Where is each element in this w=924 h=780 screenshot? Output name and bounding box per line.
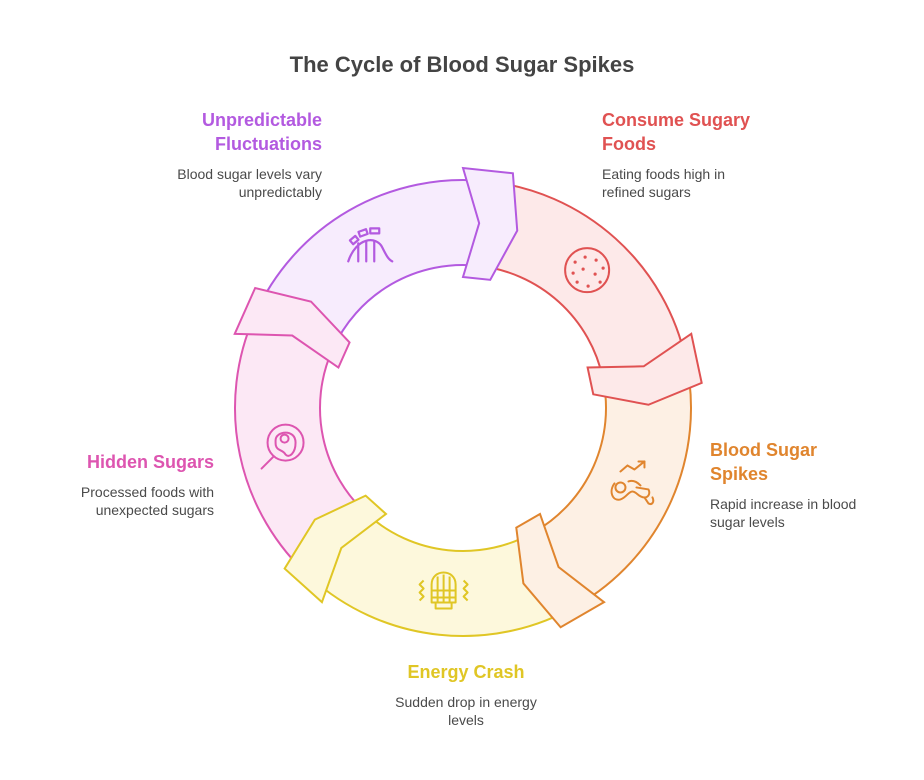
connector-arrow	[233, 286, 351, 370]
step-desc-line: refined sugars	[602, 184, 691, 200]
step-desc-line: unexpected sugars	[95, 502, 214, 518]
diagram-title: The Cycle of Blood Sugar Spikes	[289, 52, 635, 77]
magnifier-food-icon	[260, 423, 305, 470]
step-description: Eating foods high in refined sugars	[602, 165, 802, 201]
cookie-icon	[564, 247, 611, 294]
step-description: Rapid increase in blood sugar levels	[710, 495, 910, 531]
step-title: Unpredictable Fluctuations	[122, 108, 322, 156]
step-description: Blood sugar levels vary unpredictably	[122, 165, 322, 201]
step-title-line: Hidden Sugars	[86, 452, 214, 472]
step-title-line: Blood Sugar	[710, 440, 817, 460]
step-label-spikes: Blood Sugar Spikes Rapid increase in blo…	[710, 438, 910, 531]
step-desc-line: Sudden drop in energy	[395, 694, 537, 710]
step-title-line: Fluctuations	[215, 134, 322, 154]
step-desc-line: Processed foods with	[80, 484, 214, 500]
shaking-battery-icon	[418, 571, 469, 610]
step-description: Processed foods with unexpected sugars	[14, 483, 214, 519]
connector-arrow	[461, 166, 519, 281]
step-title: Energy Crash	[366, 660, 566, 684]
step-title-line: Foods	[602, 134, 656, 154]
step-desc-line: levels	[448, 712, 484, 728]
step-description: Sudden drop in energy levels	[366, 693, 566, 729]
connector-arrow	[515, 512, 606, 629]
step-label-consume: Consume Sugary Foods Eating foods high i…	[602, 108, 802, 201]
rising-trend-person-icon	[610, 460, 655, 505]
step-desc-line: unpredictably	[238, 184, 322, 200]
step-title-line: Energy Crash	[407, 662, 525, 682]
step-title: Hidden Sugars	[14, 450, 214, 474]
step-title: Blood Sugar Spikes	[710, 438, 910, 486]
roller-coaster-icon	[347, 227, 394, 263]
step-title-line: Unpredictable	[201, 110, 322, 130]
connector-arrow	[283, 494, 388, 604]
step-title-line: Consume Sugary	[602, 110, 751, 130]
step-title-line: Spikes	[710, 464, 769, 484]
step-desc-line: sugar levels	[710, 514, 785, 530]
step-desc-line: Blood sugar levels vary	[177, 166, 322, 182]
step-title: Consume Sugary Foods	[602, 108, 802, 156]
step-desc-line: Rapid increase in blood	[710, 496, 857, 512]
step-label-fluct: Unpredictable Fluctuations Blood sugar l…	[122, 108, 322, 201]
step-desc-line: Eating foods high in	[602, 166, 725, 182]
step-label-hidden: Hidden Sugars Processed foods with unexp…	[14, 450, 214, 519]
step-label-crash: Energy Crash Sudden drop in energy level…	[366, 660, 566, 729]
connector-arrow	[586, 332, 703, 406]
